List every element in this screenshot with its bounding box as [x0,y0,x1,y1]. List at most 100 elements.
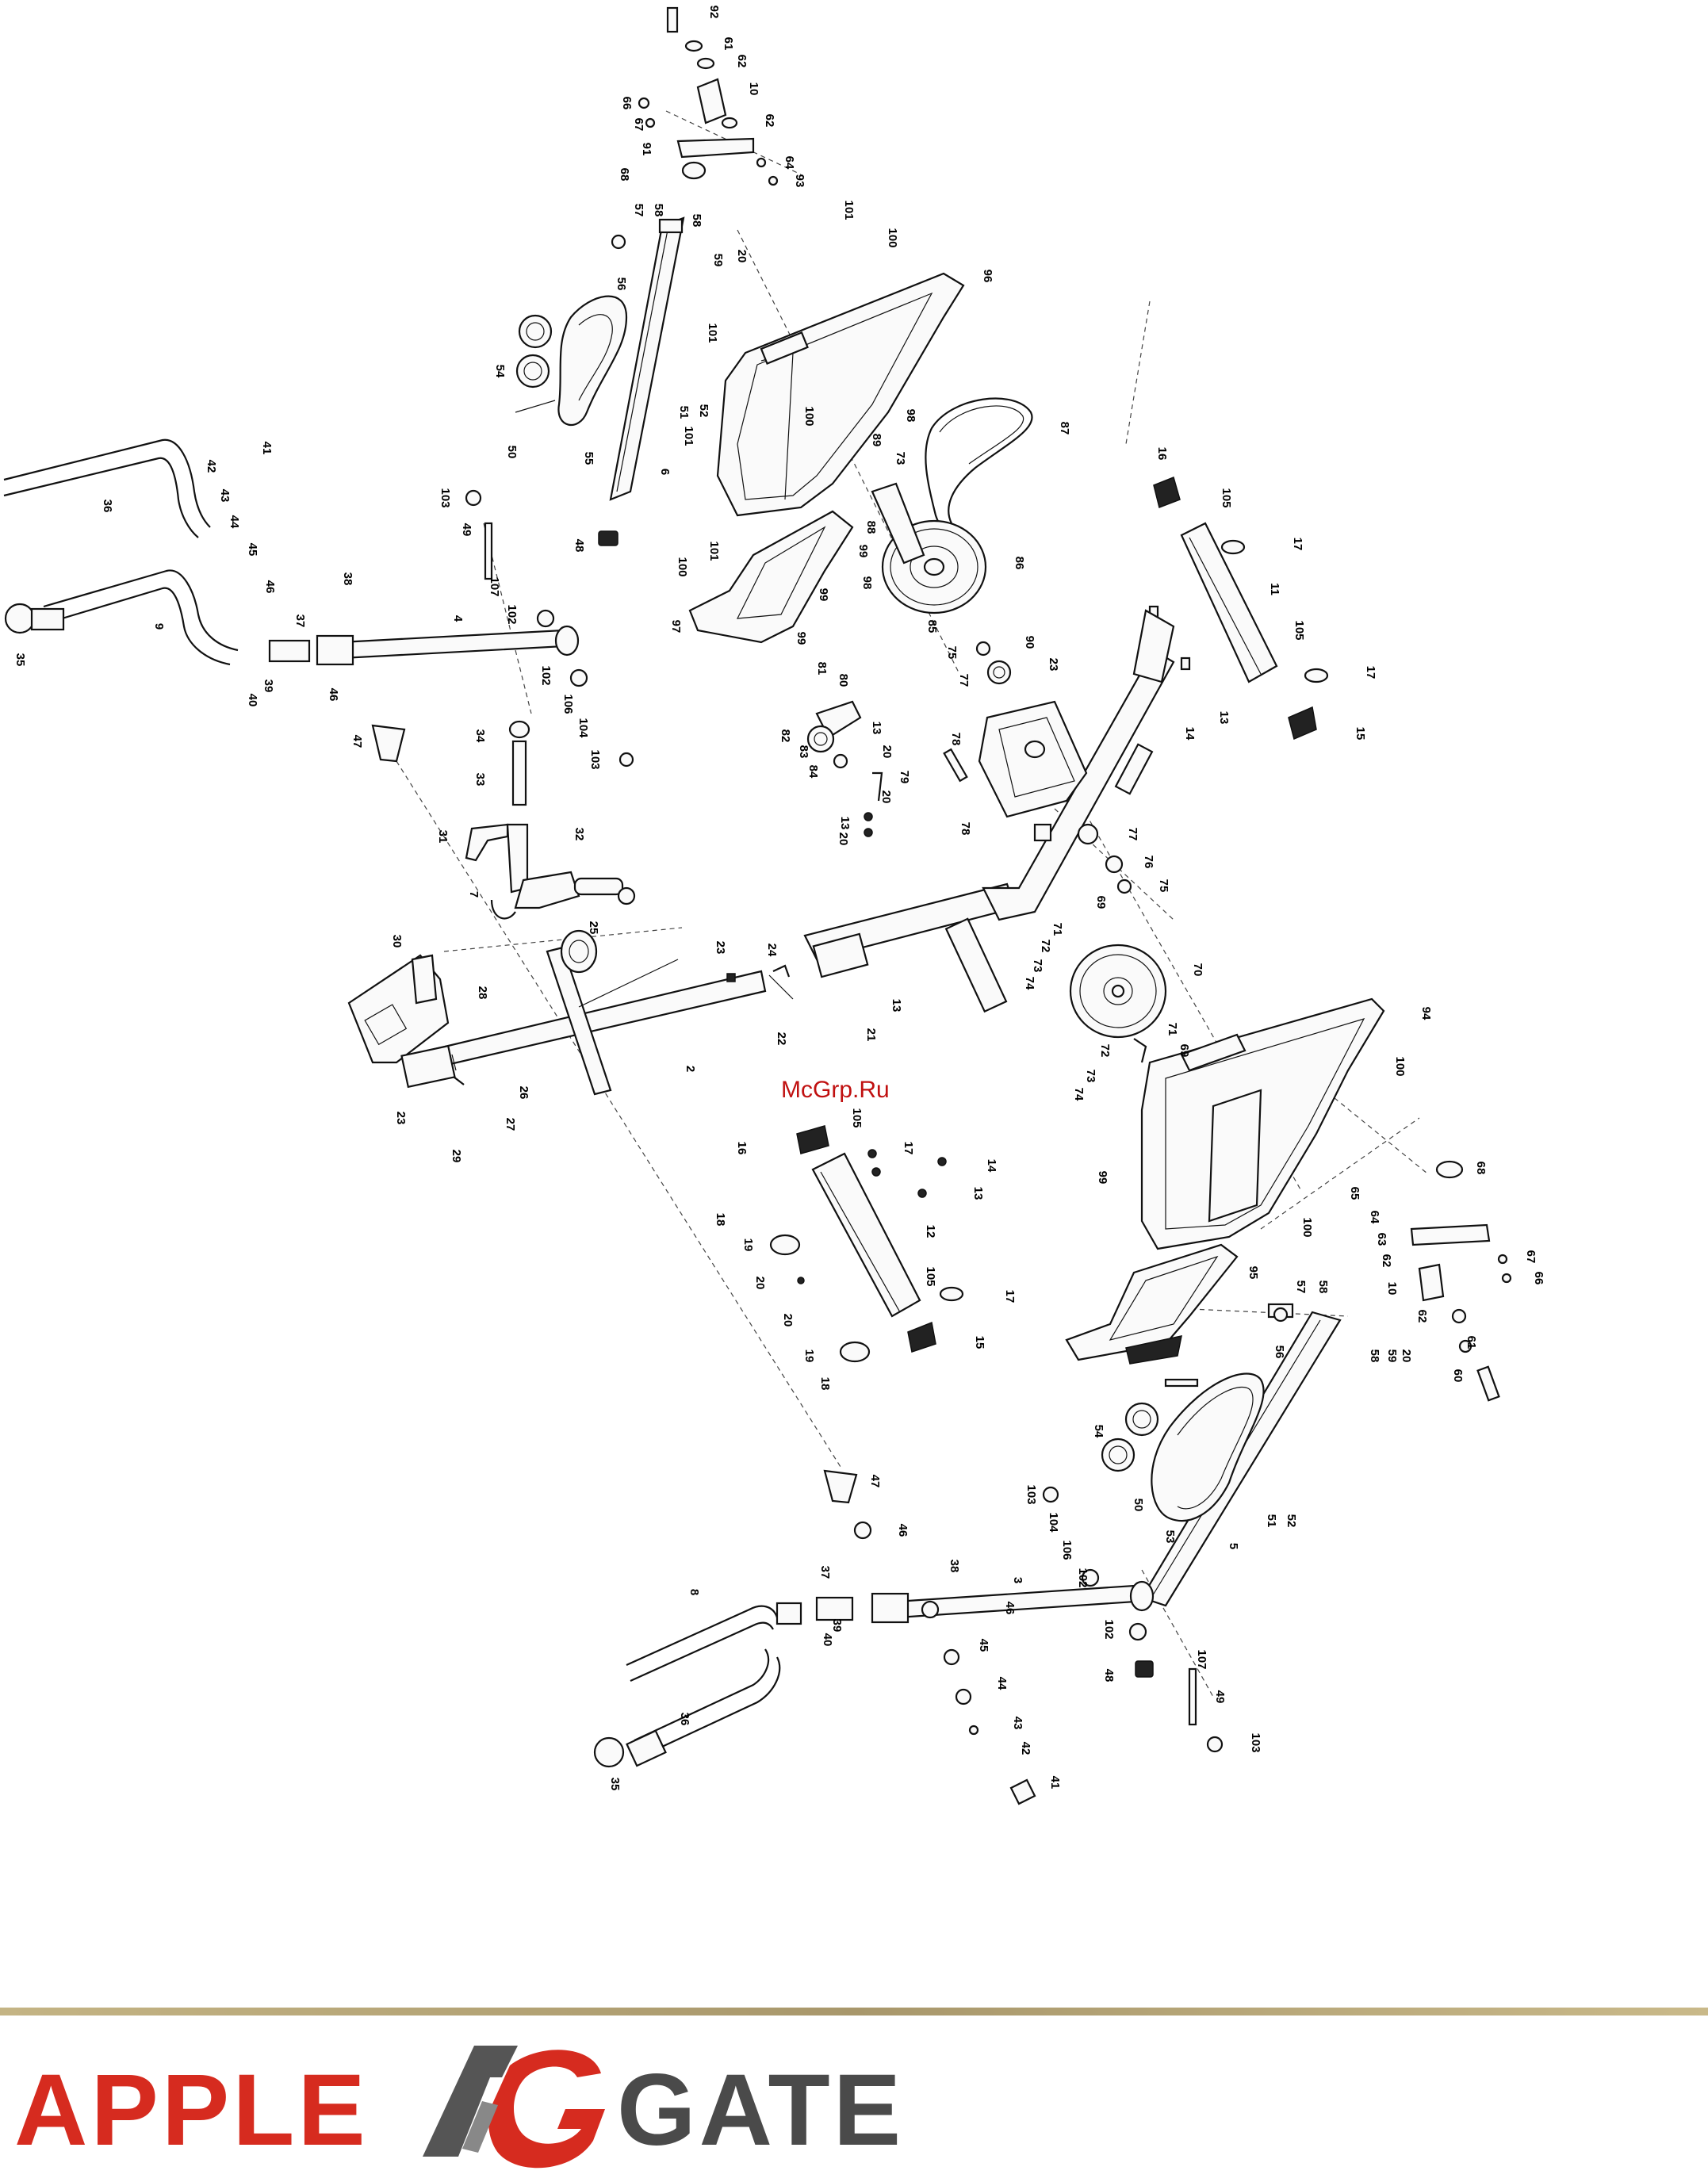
part-label: 70 [1191,963,1204,977]
part-label: 65 [1348,1187,1361,1200]
part-label: 38 [341,572,354,586]
part-label: 55 [582,452,596,465]
part-label: 101 [706,323,719,343]
part-label: 12 [924,1225,937,1238]
left-pedal-assembly [515,216,685,546]
part-label: 106 [561,694,575,714]
part-label: 100 [802,406,816,426]
part-label: 101 [842,200,856,220]
logo-ag-mark [423,2046,605,2169]
upper-shroud [716,272,965,517]
part-label: 40 [821,1633,834,1647]
part-label: 59 [1385,1349,1399,1363]
part-label: 105 [850,1108,864,1127]
part-label: 103 [588,749,602,769]
part-label: 25 [587,921,600,935]
part-label: 31 [436,830,450,844]
part-label: 43 [1011,1717,1024,1730]
part-label: 100 [1300,1217,1314,1237]
part-label: 62 [1380,1254,1393,1268]
part-label: 36 [678,1713,691,1726]
part-label: 21 [864,1028,878,1042]
part-label: 73 [1031,959,1044,973]
part-label: 75 [1157,879,1170,893]
part-label: 82 [779,729,792,743]
part-label: 69 [1094,896,1108,909]
part-label: 99 [856,545,870,558]
part-label: 48 [573,539,586,553]
part-label: 58 [652,204,665,217]
part-label: 39 [830,1619,844,1633]
part-label: 35 [608,1778,622,1791]
left-upper-arm [268,489,634,768]
part-label: 50 [1132,1499,1145,1512]
part-label: 13 [971,1187,985,1200]
part-label: 87 [1058,422,1071,435]
part-label: 17 [902,1142,915,1155]
part-label: 100 [886,228,899,247]
part-label: 16 [735,1142,749,1155]
part-label: 44 [228,515,241,529]
logo-word-gate: GATE [617,2054,902,2167]
part-label: 57 [1294,1280,1308,1294]
part-label: 61 [722,37,735,51]
part-label: 5 [1227,1543,1240,1549]
top-link-arm [638,6,779,186]
part-label: 41 [260,442,274,455]
part-label: 54 [493,365,507,378]
part-label: 63 [1375,1233,1388,1246]
part-label: 99 [817,588,830,602]
part-label: 79 [898,771,911,784]
part-label: 43 [218,489,232,503]
part-label: 75 [945,646,959,660]
part-label: 85 [925,620,939,634]
part-label: 6 [658,469,672,475]
part-label: 105 [924,1266,937,1286]
part-label: 72 [1039,940,1052,953]
part-label: 107 [488,576,501,596]
part-label: 20 [753,1277,767,1290]
part-label: 47 [350,735,364,748]
part-label: 19 [741,1238,755,1252]
part-label: 88 [864,521,878,534]
right-lower-arm [815,1469,1224,1805]
part-label: 39 [262,679,275,693]
part-label: 91 [640,143,653,156]
part-label: 69 [1178,1044,1191,1058]
part-label: 17 [1003,1290,1017,1303]
part-label: 90 [1023,636,1036,649]
part-label: 20 [880,745,894,759]
part-label: 56 [1273,1346,1286,1359]
part-label: 83 [797,745,810,759]
part-label: 40 [246,694,259,707]
part-label: 15 [973,1336,986,1349]
part-label: 49 [460,523,473,537]
main-frame [400,609,1175,1096]
part-label: 29 [450,1150,463,1163]
part-label: 95 [1247,1266,1260,1280]
part-label: 71 [1051,923,1064,936]
part-label: 102 [1102,1619,1116,1639]
part-label: 34 [473,729,487,743]
part-label: 72 [1098,1044,1112,1058]
part-label: 77 [1126,828,1139,841]
part-label: 28 [476,986,489,1000]
part-label: 18 [714,1213,727,1227]
part-label: 104 [576,718,590,738]
part-label: 102 [505,604,519,624]
part-label: 32 [573,828,586,841]
part-label: 37 [293,614,307,628]
part-label: 13 [870,722,883,735]
part-label: 18 [818,1377,832,1391]
part-label: 77 [957,674,971,687]
part-label: 101 [682,426,695,446]
part-label: 62 [1415,1310,1429,1323]
part-label: 67 [1524,1250,1538,1264]
console [347,954,450,1064]
part-label: 13 [838,817,852,830]
part-label: 51 [677,406,691,419]
part-label: 58 [1368,1349,1381,1363]
part-label: 11 [1268,583,1281,595]
part-label: 106 [1060,1540,1074,1560]
part-label: 102 [539,665,553,685]
